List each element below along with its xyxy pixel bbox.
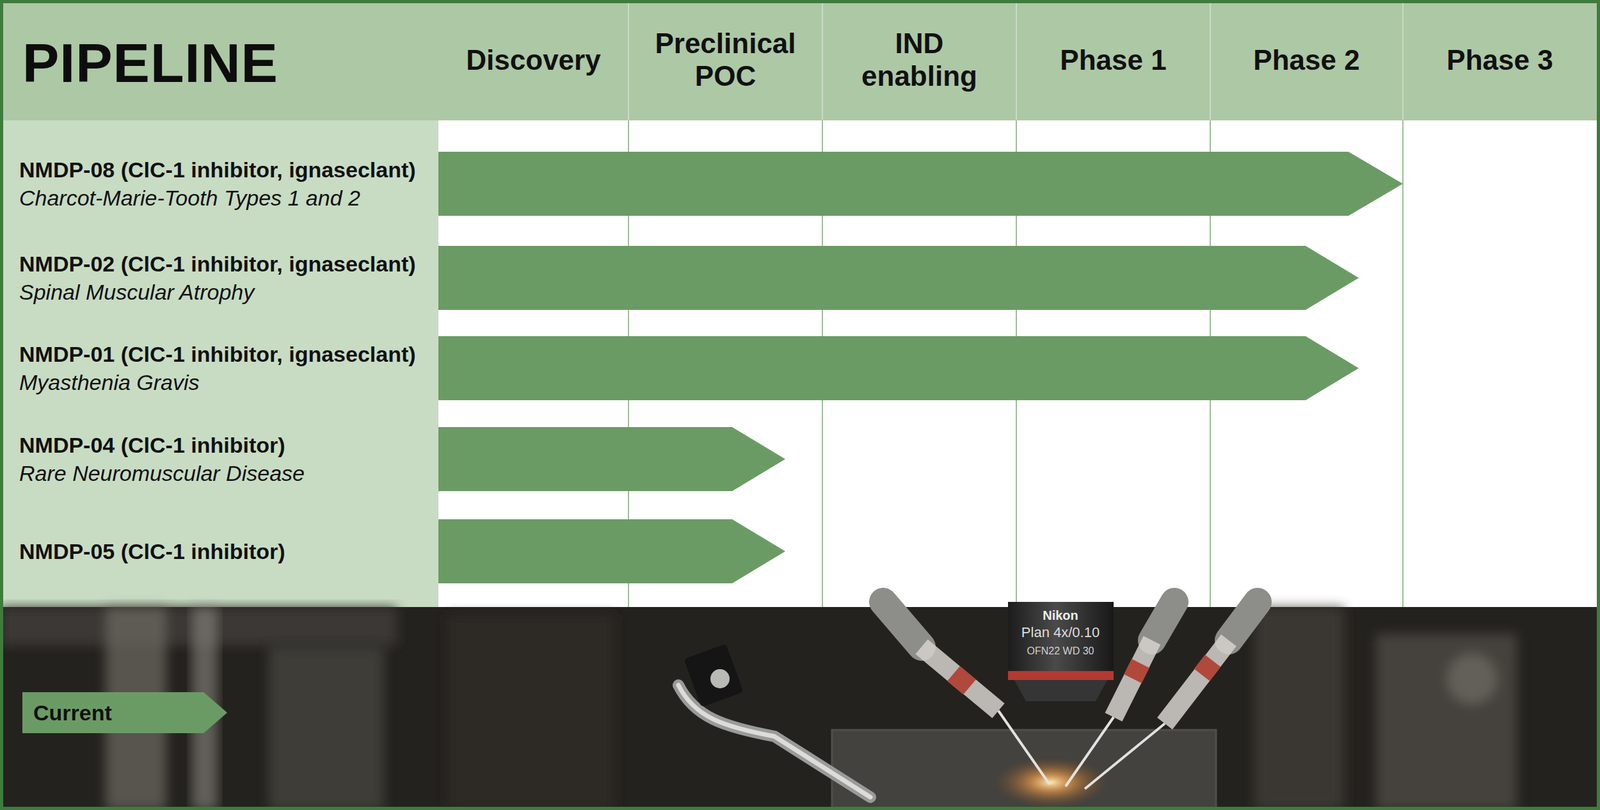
stage-header-cell: Phase 1 — [1016, 0, 1211, 121]
stage-header: Preclinical POC — [645, 27, 806, 93]
pipeline-row-label: NMDP-08 (ClC-1 inhibitor, ignaseclant)Ch… — [19, 155, 416, 212]
pipette-tip — [1084, 723, 1165, 789]
progress-bar — [438, 245, 1359, 310]
stage-header: IND enabling — [839, 27, 1000, 93]
progress-bar — [438, 336, 1359, 400]
program-name: NMDP-04 (ClC-1 inhibitor) — [19, 430, 286, 459]
objective-marking: Nikon — [1042, 608, 1079, 623]
stage-header: Phase 2 — [1253, 44, 1360, 77]
progress-bars — [438, 151, 1403, 584]
pipette-tip — [1065, 716, 1114, 786]
stage-header-cell: Phase 2 — [1210, 0, 1403, 121]
chart-body — [438, 120, 1600, 607]
legend-label: Current — [33, 699, 112, 726]
stage-header-cell: Preclinical POC — [628, 0, 823, 121]
program-name: NMDP-02 (ClC-1 inhibitor, ignaseclant) — [19, 249, 416, 278]
blurred-rig — [448, 614, 615, 810]
stage-header-cell: Discovery — [438, 0, 629, 121]
header-divider — [627, 0, 630, 121]
program-name: NMDP-01 (ClC-1 inhibitor, ignaseclant) — [19, 339, 416, 368]
indication: Spinal Muscular Atrophy — [19, 277, 255, 306]
pipette-band — [1201, 660, 1213, 675]
stage-header: Discovery — [465, 44, 601, 77]
blurred-rig — [268, 646, 384, 810]
legend-marks — [22, 691, 228, 733]
chart-title: PIPELINE — [22, 35, 279, 91]
pipeline-row-label: NMDP-02 (ClC-1 inhibitor, ignaseclant)Sp… — [19, 249, 416, 306]
tube-clamp — [683, 643, 744, 707]
label-column — [0, 120, 439, 607]
legend-swatch — [22, 691, 228, 733]
pipette-tip — [998, 710, 1050, 784]
objective-marking: Plan 4x/0.10 — [1021, 624, 1100, 640]
pipette-holder — [883, 601, 922, 647]
objective-marking: OFN22 WD 30 — [1027, 645, 1095, 657]
stage-header-cell: IND enabling — [822, 0, 1017, 121]
blurred-rig — [1376, 633, 1517, 810]
pipeline-row-label: NMDP-01 (ClC-1 inhibitor, ignaseclant)My… — [19, 339, 416, 397]
header-divider — [1209, 0, 1211, 121]
stage-header: Phase 3 — [1446, 44, 1553, 77]
pipette-band — [1132, 663, 1141, 679]
pipette-band — [953, 673, 970, 687]
glass-pipette — [921, 646, 999, 711]
objective-tip — [1014, 679, 1108, 701]
progress-bar — [438, 426, 786, 491]
glass-pipette — [1164, 640, 1229, 724]
photo-ground — [0, 606, 1600, 810]
header-divider — [821, 0, 824, 121]
indication: Rare Neuromuscular Disease — [19, 458, 305, 488]
progress-bar — [438, 151, 1403, 216]
glass-pipette — [1113, 640, 1152, 717]
program-name: NMDP-08 (ClC-1 inhibitor, ignaseclant) — [19, 155, 416, 184]
objective-band — [1008, 670, 1114, 680]
recording-chamber — [832, 729, 1216, 810]
objective-body — [1008, 601, 1114, 671]
pipeline-row-label: NMDP-04 (ClC-1 inhibitor)Rare Neuromuscu… — [19, 430, 305, 488]
progress-bar — [438, 519, 786, 584]
pipette-holder — [1228, 601, 1258, 640]
header-divider — [1402, 0, 1404, 121]
indication: Charcot-Marie-Tooth Types 1 and 2 — [19, 183, 361, 212]
pipeline-row-label: NMDP-05 (ClC-1 inhibitor) — [19, 536, 286, 566]
stage-divider — [1402, 120, 1404, 607]
header-band — [0, 0, 1600, 121]
blurred-rig — [1254, 606, 1344, 810]
lab-photo — [0, 601, 1600, 810]
indication: Myasthenia Gravis — [19, 368, 200, 397]
blurred-knob — [1446, 652, 1498, 704]
clamp-screw — [710, 668, 730, 688]
program-name: NMDP-05 (ClC-1 inhibitor) — [19, 536, 286, 566]
header-divider — [1015, 0, 1017, 121]
pipette-holder — [1152, 601, 1175, 640]
stage-header: Phase 1 — [1059, 44, 1167, 77]
stage-header-cell: Phase 3 — [1402, 0, 1597, 121]
